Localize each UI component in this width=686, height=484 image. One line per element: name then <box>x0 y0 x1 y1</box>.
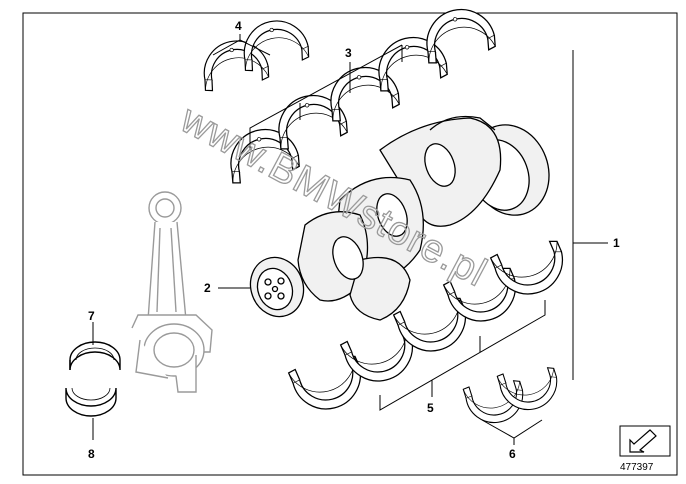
connecting-rod <box>131 191 213 393</box>
callout-3: 3 <box>345 46 352 60</box>
conrod-bearing-lower <box>65 387 117 417</box>
diagram-frame <box>22 12 678 476</box>
leader-6 <box>481 419 543 445</box>
leader-5 <box>379 300 546 411</box>
callout-6: 6 <box>509 447 516 461</box>
leader-4 <box>212 34 271 56</box>
callout-4: 4 <box>235 19 242 33</box>
callout-5: 5 <box>427 401 434 415</box>
leader-3 <box>249 44 403 150</box>
thrust-bearing-lower <box>462 366 561 427</box>
callout-7: 7 <box>88 309 95 323</box>
reference-number: 477397 <box>620 462 654 473</box>
callout-8: 8 <box>88 447 95 461</box>
crankshaft <box>249 115 550 321</box>
arrow-reference-icon <box>619 425 671 457</box>
conrod-bearing-upper <box>69 341 121 371</box>
callout-2: 2 <box>204 281 211 295</box>
thrust-bearing-upper <box>196 14 312 93</box>
callout-1: 1 <box>613 236 620 250</box>
